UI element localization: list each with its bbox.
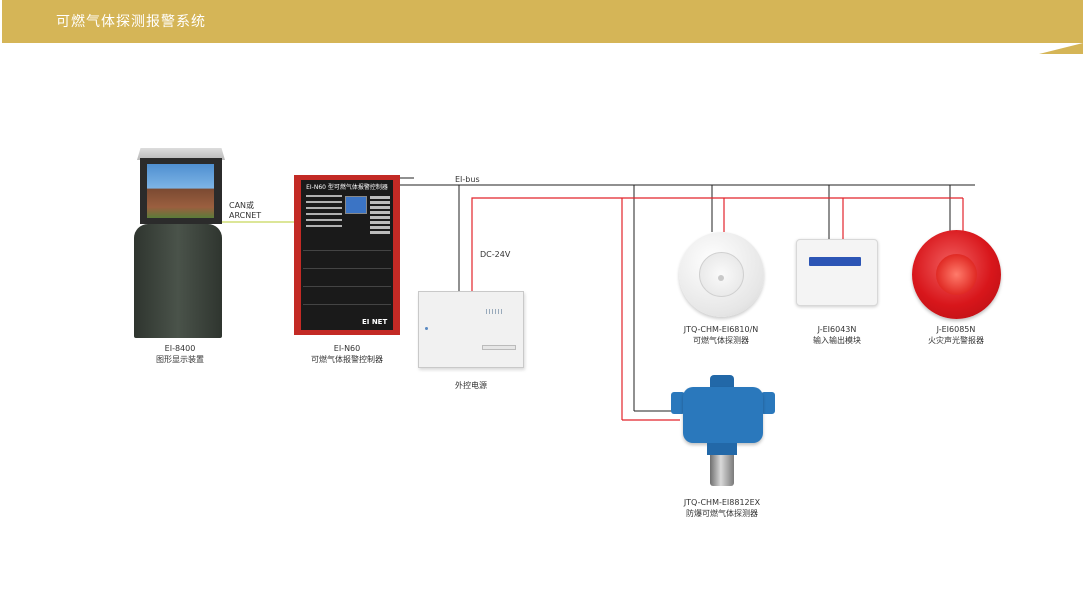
- ex-detector-gland-left: [671, 392, 685, 414]
- ex-detector-sensor-head: [710, 455, 734, 486]
- strobe-name: 火灾声光警报器: [928, 336, 984, 345]
- ex-detector-gland-right: [761, 392, 775, 414]
- module-name: 输入输出模块: [813, 336, 861, 345]
- controller-shelf: [303, 250, 391, 251]
- controller-shelf: [303, 268, 391, 269]
- power-supply-vent: [486, 309, 504, 314]
- controller-indicator-grid: [306, 195, 342, 231]
- detector-model: JTQ-CHM-EI6810/N: [683, 325, 759, 334]
- controller-shelf: [303, 304, 391, 305]
- controller-keypad: [370, 196, 390, 236]
- detector-led: [718, 275, 724, 281]
- can-label-line2: ARCNET: [229, 211, 262, 220]
- module-nameplate: [809, 257, 861, 266]
- header-bar: 可燃气体探测报警系统: [2, 0, 1083, 43]
- can-label-line1: CAN或: [229, 201, 255, 210]
- detector-name: 可燃气体探测器: [693, 336, 749, 345]
- kiosk-name: 图形显示装置: [156, 355, 204, 364]
- kiosk-canopy: [137, 148, 225, 160]
- kiosk-model: EI-8400: [164, 344, 196, 353]
- power-supply-name: 外控电源: [455, 381, 487, 390]
- ex-detector-cap: [710, 375, 734, 389]
- detector-sensor-chamber: [699, 252, 744, 297]
- kiosk-screen: [147, 164, 214, 218]
- bus-label: EI-bus: [455, 175, 480, 184]
- controller-brand: EI NET: [362, 318, 388, 326]
- controller-panel-title: EI-N60 型可燃气体报警控制器: [306, 184, 388, 191]
- module-housing: [796, 239, 878, 306]
- power-label: DC-24V: [480, 250, 511, 259]
- module-model: J-EI6043N: [817, 325, 857, 334]
- strobe-model: J-EI6085N: [936, 325, 976, 334]
- power-supply-indicator: [425, 327, 428, 330]
- controller-name: 可燃气体报警控制器: [311, 355, 383, 364]
- ex-detector-name: 防爆可燃气体探测器: [686, 509, 758, 518]
- power-supply-slot: [482, 345, 516, 350]
- ex-detector-model: JTQ-CHM-EI8812EX: [683, 498, 761, 507]
- power-wire-top: [471, 197, 963, 291]
- controller-lcd: [345, 196, 367, 214]
- controller-model: EI-N60: [333, 344, 361, 353]
- controller-shelf: [303, 286, 391, 287]
- page-title: 可燃气体探测报警系统: [56, 14, 206, 30]
- kiosk-cabinet: [134, 224, 222, 338]
- power-supply-box: [418, 291, 524, 368]
- header-corner-tab: [1039, 43, 1083, 54]
- ex-detector-neck: [707, 443, 737, 455]
- ex-detector-housing: [683, 387, 763, 443]
- strobe-lens: [936, 254, 977, 295]
